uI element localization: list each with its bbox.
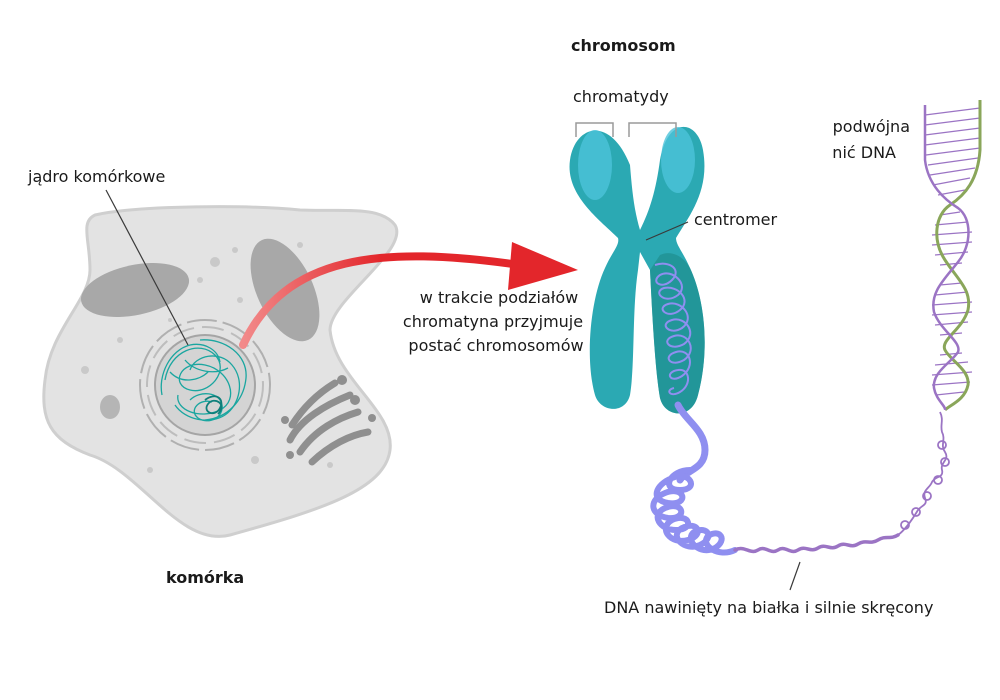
- division-caption-line1: w trakcie podziałów: [419, 288, 579, 307]
- dna-double-strand-label-line1: podwójna: [832, 117, 910, 136]
- chromatids-label: chromatydy: [573, 87, 669, 106]
- chromosome-label: chromosom: [571, 36, 676, 55]
- golgi-vesicles: [281, 375, 376, 459]
- division-arrow: [239, 242, 578, 349]
- chromatid-brackets: [575, 122, 677, 137]
- chromosome: [569, 126, 705, 414]
- mitochondrion-left: [80, 263, 190, 317]
- wound-dna-pointer-line: [789, 561, 801, 591]
- wound-dna-label: DNA nawinięty na białka i silnie skręcon…: [604, 598, 934, 617]
- division-caption-line3: postać chromosomów: [408, 336, 584, 355]
- dna-double-helix: [923, 100, 982, 412]
- cell: [42, 205, 399, 538]
- division-caption-line2: chromatyna przyjmuje: [402, 312, 584, 331]
- supercoiled-dna: [650, 401, 738, 556]
- cell-label: komórka: [166, 568, 245, 587]
- nucleus-pointer-line: [105, 189, 189, 346]
- dna-chain: [897, 411, 950, 536]
- arrow-head: [508, 242, 578, 290]
- nucleosome-dna: [733, 533, 900, 554]
- nucleus-label: jądro komórkowe: [28, 167, 166, 186]
- chromosome-dna-coils: [654, 262, 692, 396]
- golgi-apparatus: [286, 379, 372, 466]
- centromere-pointer-line: [645, 221, 689, 241]
- vesicle: [100, 395, 120, 419]
- nucleolus: [204, 395, 223, 415]
- centromere-label: centromer: [694, 210, 778, 229]
- small-vesicles: [81, 242, 347, 473]
- dna-double-strand-label-line2: nić DNA: [832, 143, 896, 162]
